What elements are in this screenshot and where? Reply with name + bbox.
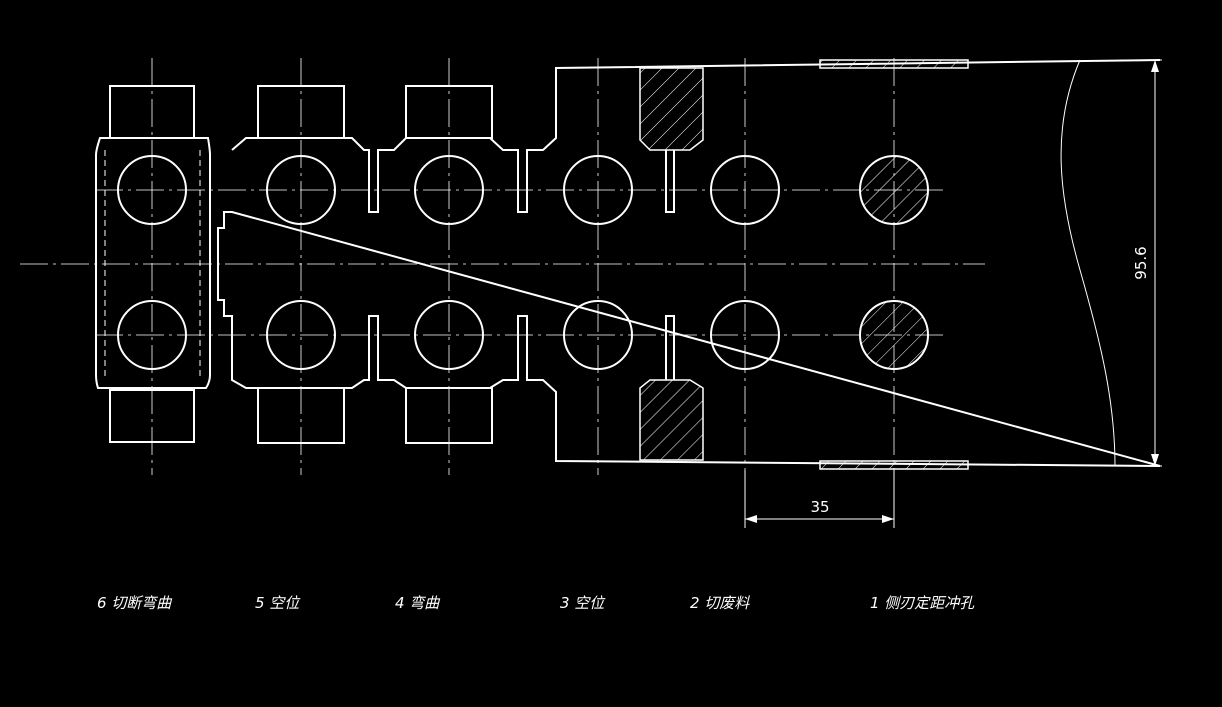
station-5-label: 5 空位 xyxy=(255,594,301,612)
strip-break-line xyxy=(1060,59,1116,467)
dimension-pitch-text: 35 xyxy=(810,498,829,516)
station-1-label: 1 侧刃定距冲孔 xyxy=(870,594,975,612)
station-4-label: 4 弯曲 xyxy=(395,594,440,612)
station-3-label: 3 空位 xyxy=(560,594,606,612)
station-labels: 6 切断弯曲 5 空位 4 弯曲 3 空位 2 切废料 1 侧刃定距冲孔 xyxy=(97,594,975,612)
strip-body-bent xyxy=(217,59,1161,467)
dimension-strip-width: 95.6 xyxy=(1120,59,1162,467)
dimension-pitch: 35 xyxy=(744,470,895,528)
dimension-strip-width-text: 95.6 xyxy=(1132,246,1150,279)
station-6-label: 6 切断弯曲 xyxy=(97,594,172,612)
station-2-label: 2 切废料 xyxy=(690,594,750,612)
station-2-scrap-cuts xyxy=(639,67,704,461)
pierced-holes xyxy=(117,155,929,370)
station-6-part xyxy=(95,85,211,443)
center-lines xyxy=(20,58,985,475)
side-trim-strips xyxy=(819,59,969,470)
